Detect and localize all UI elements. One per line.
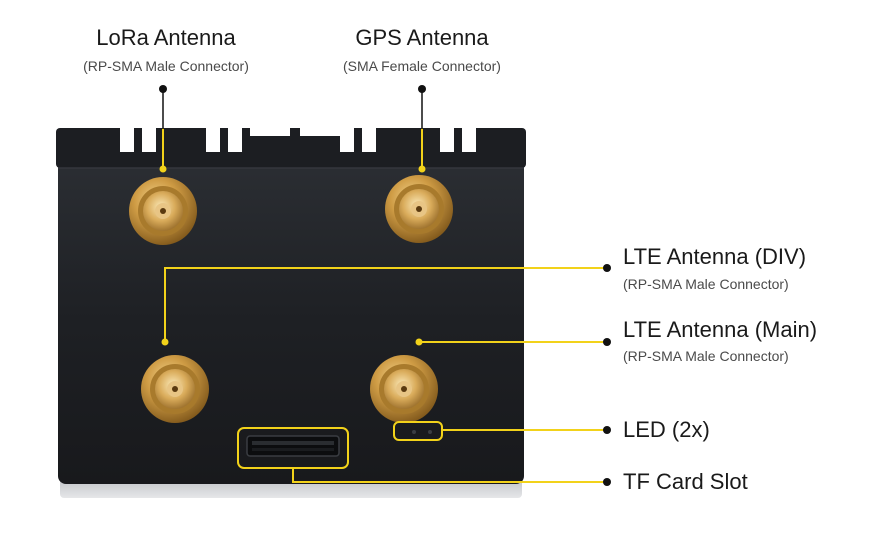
- callout-lines: [162, 128, 605, 483]
- tf-card-callout-line: [292, 467, 605, 483]
- led-title: LED (2x): [623, 417, 710, 442]
- gps-connector: [385, 175, 453, 243]
- lora-title: LoRa Antenna: [96, 25, 236, 50]
- lte-div-title: LTE Antenna (DIV): [623, 244, 806, 269]
- lte-main-title: LTE Antenna (Main): [623, 317, 817, 342]
- lte-div-connector: [141, 355, 209, 423]
- leader-dots: [159, 85, 611, 486]
- lte-main-connector: [370, 355, 438, 423]
- led-indicators: [412, 430, 432, 434]
- gps-title: GPS Antenna: [355, 25, 489, 50]
- lte-main-subtitle: (RP-SMA Male Connector): [623, 348, 789, 364]
- callout-endpoint-dots: [159, 165, 426, 346]
- tf-card-slot: [246, 435, 340, 457]
- tf-card-title: TF Card Slot: [623, 469, 748, 494]
- gps-subtitle: (SMA Female Connector): [343, 58, 501, 74]
- leader-lines: [162, 89, 423, 129]
- lte-div-callout-line: [164, 267, 605, 341]
- lora-subtitle: (RP-SMA Male Connector): [83, 58, 249, 74]
- heatsink-slots: [120, 126, 476, 152]
- lora-connector: [129, 177, 197, 245]
- heatsink-band: [56, 128, 526, 168]
- lte-div-subtitle: (RP-SMA Male Connector): [623, 276, 789, 292]
